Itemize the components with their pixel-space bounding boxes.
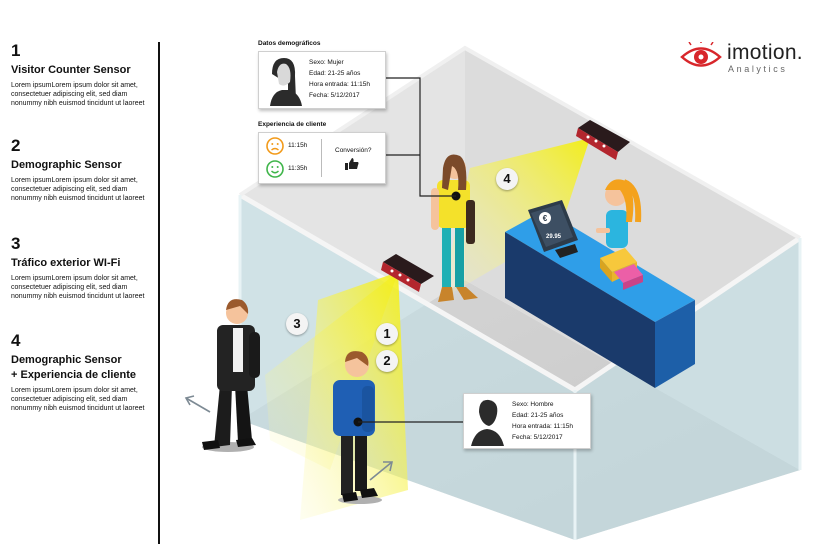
badge-1: 1: [376, 323, 398, 345]
pos-price: 29.95: [546, 234, 562, 240]
demographics-date: Fecha: 5/12/2017: [309, 92, 360, 99]
gift-box: [600, 248, 637, 272]
man-demographics-card: Sexo: Hombre Edad: 21-25 años Hora entra…: [463, 393, 591, 449]
badge-4: 4: [496, 168, 518, 190]
store-illustration: € 29.95: [184, 45, 802, 540]
connector-lines: [358, 77, 463, 423]
badge-2: 2: [376, 350, 398, 372]
experience-label: Experiencia de cliente: [258, 121, 327, 128]
experience-divider: [321, 139, 322, 177]
step-number: 2: [11, 136, 21, 155]
step-title-continued: + Experiencia de cliente: [11, 369, 137, 381]
step-number: 1: [11, 41, 21, 60]
pos-terminal: € 29.95: [528, 200, 578, 258]
step-title: Demographic Sensor: [11, 159, 122, 171]
step-number: 3: [11, 234, 21, 253]
glass-wall-front-left: [240, 195, 575, 540]
step-description: Lorem ipsumLorem ipsum dolor sit amet, c…: [11, 82, 145, 107]
badge-3: 3: [286, 313, 308, 335]
happy-face-icon: [266, 160, 284, 178]
step-title: Tráfico exterior WI-Fi: [11, 257, 121, 269]
man-sex: Sexo: Hombre: [512, 401, 554, 408]
man-suit-figure: [202, 299, 260, 452]
counter-front: [505, 232, 655, 388]
experience-sad-time: 11:15h: [288, 142, 308, 149]
demographics-sex: Sexo: Mujer: [309, 59, 344, 66]
sad-face-icon: [266, 137, 284, 155]
gift-box-pink: [614, 264, 643, 283]
sensor-1: [381, 254, 434, 292]
step-description: Lorem ipsumLorem ipsum dolor sit amet, c…: [11, 177, 145, 202]
man-entry-time: Hora entrada: 11:15h: [512, 423, 573, 430]
experience-happy-time: 11:35h: [288, 165, 308, 172]
demographics-entry-time: Hora entrada: 11:15h: [309, 81, 370, 88]
man-age: Edad: 21-25 años: [512, 412, 564, 419]
logo-subtitle: Analytics: [728, 64, 788, 74]
svg-text:€: €: [543, 214, 548, 223]
woman-avatar-icon: [262, 54, 304, 106]
step-description: Lorem ipsumLorem ipsum dolor sit amet, c…: [11, 275, 145, 300]
euro-icon: [539, 212, 551, 224]
step-2: 2 Demographic Sensor Lorem ipsumLorem ip…: [11, 137, 153, 203]
step-number: 4: [11, 331, 21, 350]
column-divider: [158, 42, 160, 544]
sensor-3-cone: [265, 272, 398, 470]
experience-card: 11:15h 11:35h Conversión?: [258, 132, 386, 184]
sensor-4-cone: [440, 138, 590, 300]
eye-logo-icon: [680, 42, 722, 67]
demographics-age: Edad: 21-25 años: [309, 70, 361, 77]
store-scene: € 29.95: [160, 0, 820, 558]
man-date: Fecha: 5/12/2017: [512, 434, 563, 441]
woman-figure: [431, 154, 478, 302]
step-description: Lorem ipsumLorem ipsum dolor sit amet, c…: [11, 387, 145, 412]
walk-arrow-right: [369, 461, 393, 481]
imotion-logo: imotion. Analytics: [680, 38, 815, 78]
step-1: 1 Visitor Counter Sensor Lorem ipsumLore…: [11, 42, 153, 108]
demographics-card: Sexo: Mujer Edad: 21-25 años Hora entrad…: [258, 51, 386, 109]
step-title: Demographic Sensor: [11, 354, 122, 366]
counter-side: [655, 300, 695, 388]
thumbs-up-icon: [345, 158, 359, 170]
experience-conversion: Conversión?: [335, 147, 372, 154]
step-3: 3 Tráfico exterior WI-Fi Lorem ipsumLore…: [11, 235, 153, 301]
walk-arrow-left: [184, 395, 211, 413]
step-4: 4 Demographic Sensor + Experiencia de cl…: [11, 332, 153, 413]
steps-column: 1 Visitor Counter Sensor Lorem ipsumLore…: [0, 0, 158, 558]
cashier-figure: [596, 179, 642, 248]
man-avatar-icon: [467, 396, 507, 446]
step-title: Visitor Counter Sensor: [11, 64, 131, 76]
sensor-4: [576, 120, 630, 160]
glass-wall-front-right: [575, 238, 800, 540]
demographics-label: Datos demográficos: [258, 40, 321, 47]
logo-wordmark: imotion.: [727, 41, 803, 64]
